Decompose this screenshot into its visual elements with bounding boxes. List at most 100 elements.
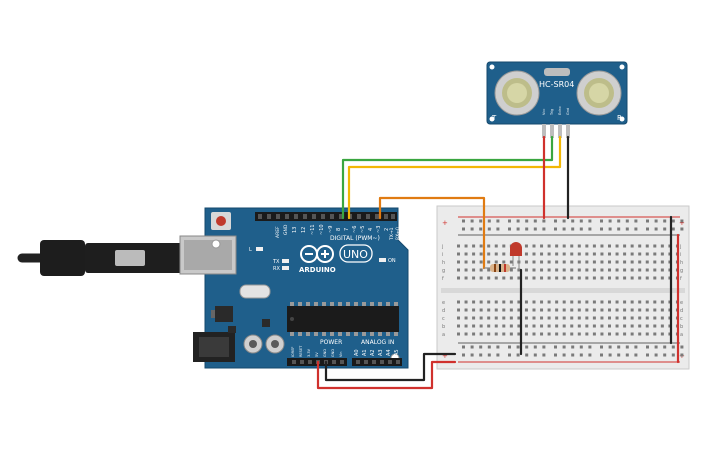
breadboard-hole[interactable]: [630, 316, 634, 320]
breadboard-hole[interactable]: [509, 276, 513, 280]
breadboard-hole[interactable]: [562, 252, 566, 256]
breadboard-hole[interactable]: [547, 268, 551, 272]
rail-hole[interactable]: [496, 345, 500, 349]
breadboard-hole[interactable]: [570, 252, 574, 256]
breadboard-hole[interactable]: [562, 324, 566, 328]
breadboard-hole[interactable]: [464, 308, 468, 312]
breadboard-hole[interactable]: [472, 268, 476, 272]
rail-hole[interactable]: [671, 353, 675, 357]
breadboard-hole[interactable]: [487, 324, 491, 328]
rail-hole[interactable]: [479, 219, 483, 223]
breadboard-hole[interactable]: [660, 316, 664, 320]
breadboard-hole[interactable]: [502, 276, 506, 280]
breadboard-hole[interactable]: [570, 268, 574, 272]
breadboard-hole[interactable]: [487, 332, 491, 336]
rail-hole[interactable]: [634, 227, 638, 231]
breadboard-hole[interactable]: [494, 300, 498, 304]
rail-hole[interactable]: [496, 353, 500, 357]
breadboard-hole[interactable]: [457, 300, 460, 304]
breadboard-hole[interactable]: [540, 300, 544, 304]
rail-hole[interactable]: [516, 345, 520, 349]
breadboard-hole[interactable]: [457, 324, 460, 328]
rail-hole[interactable]: [608, 219, 612, 223]
breadboard-hole[interactable]: [608, 324, 611, 328]
breadboard-hole[interactable]: [630, 268, 634, 272]
breadboard-hole[interactable]: [524, 260, 528, 264]
rail-hole[interactable]: [625, 353, 629, 357]
breadboard-hole[interactable]: [592, 244, 596, 248]
breadboard-hole[interactable]: [494, 316, 498, 320]
breadboard-hole[interactable]: [479, 268, 483, 272]
breadboard-hole[interactable]: [660, 244, 664, 248]
rail-hole[interactable]: [516, 353, 520, 357]
breadboard-hole[interactable]: [555, 244, 559, 248]
rail-hole[interactable]: [617, 353, 621, 357]
breadboard-hole[interactable]: [562, 244, 566, 248]
rail-hole[interactable]: [654, 345, 658, 349]
rail-hole[interactable]: [542, 345, 546, 349]
breadboard-hole[interactable]: [457, 276, 460, 280]
breadboard-hole[interactable]: [592, 268, 596, 272]
breadboard-hole[interactable]: [653, 276, 657, 280]
rail-hole[interactable]: [487, 219, 491, 223]
rail-hole[interactable]: [470, 353, 474, 357]
breadboard-hole[interactable]: [479, 244, 483, 248]
breadboard-hole[interactable]: [524, 332, 528, 336]
breadboard-hole[interactable]: [585, 308, 589, 312]
rail-hole[interactable]: [533, 345, 537, 349]
breadboard-hole[interactable]: [600, 268, 604, 272]
breadboard-hole[interactable]: [555, 316, 559, 320]
rail-hole[interactable]: [462, 345, 465, 349]
breadboard-hole[interactable]: [509, 332, 513, 336]
breadboard-hole[interactable]: [502, 252, 506, 256]
breadboard-hole[interactable]: [487, 308, 491, 312]
breadboard-hole[interactable]: [645, 276, 649, 280]
breadboard-hole[interactable]: [562, 308, 566, 312]
breadboard-hole[interactable]: [524, 324, 528, 328]
rail-hole[interactable]: [562, 345, 566, 349]
breadboard-hole[interactable]: [660, 268, 664, 272]
breadboard-hole[interactable]: [645, 300, 649, 304]
breadboard-hole[interactable]: [487, 268, 491, 272]
breadboard-hole[interactable]: [547, 276, 551, 280]
breadboard-hole[interactable]: [487, 260, 491, 264]
rail-hole[interactable]: [634, 219, 638, 223]
rail-hole[interactable]: [533, 227, 537, 231]
breadboard-hole[interactable]: [517, 332, 521, 336]
breadboard-hole[interactable]: [608, 260, 611, 264]
rail-hole[interactable]: [663, 345, 667, 349]
breadboard-hole[interactable]: [585, 332, 589, 336]
rail-hole[interactable]: [608, 353, 612, 357]
breadboard-hole[interactable]: [660, 324, 664, 328]
breadboard-hole[interactable]: [464, 252, 468, 256]
breadboard-hole[interactable]: [630, 244, 634, 248]
rail-hole[interactable]: [646, 345, 649, 349]
rail-hole[interactable]: [579, 219, 583, 223]
rail-hole[interactable]: [508, 345, 511, 349]
rail-hole[interactable]: [608, 227, 612, 231]
breadboard-hole[interactable]: [630, 308, 634, 312]
breadboard-hole[interactable]: [623, 260, 627, 264]
breadboard-hole[interactable]: [464, 260, 468, 264]
breadboard-hole[interactable]: [532, 260, 536, 264]
arduino-uno-board[interactable]: AREF GND 13 12 ~11 ~10 ~9 8 7 ~6 ~5 4 ~3…: [179, 207, 409, 369]
rail-hole[interactable]: [533, 219, 537, 223]
breadboard-hole[interactable]: [464, 332, 468, 336]
breadboard-hole[interactable]: [472, 332, 476, 336]
rail-hole[interactable]: [654, 353, 658, 357]
rail-hole[interactable]: [617, 345, 621, 349]
breadboard-hole[interactable]: [570, 308, 574, 312]
rail-hole[interactable]: [579, 353, 583, 357]
breadboard-hole[interactable]: [623, 268, 627, 272]
breadboard-hole[interactable]: [532, 324, 536, 328]
breadboard-hole[interactable]: [600, 252, 604, 256]
breadboard-hole[interactable]: [524, 308, 528, 312]
breadboard-hole[interactable]: [472, 324, 476, 328]
breadboard-hole[interactable]: [585, 276, 589, 280]
breadboard-hole[interactable]: [638, 276, 642, 280]
rail-hole[interactable]: [462, 353, 465, 357]
rail-hole[interactable]: [554, 353, 557, 357]
breadboard-hole[interactable]: [479, 324, 483, 328]
breadboard-hole[interactable]: [547, 260, 551, 264]
breadboard-hole[interactable]: [555, 252, 559, 256]
